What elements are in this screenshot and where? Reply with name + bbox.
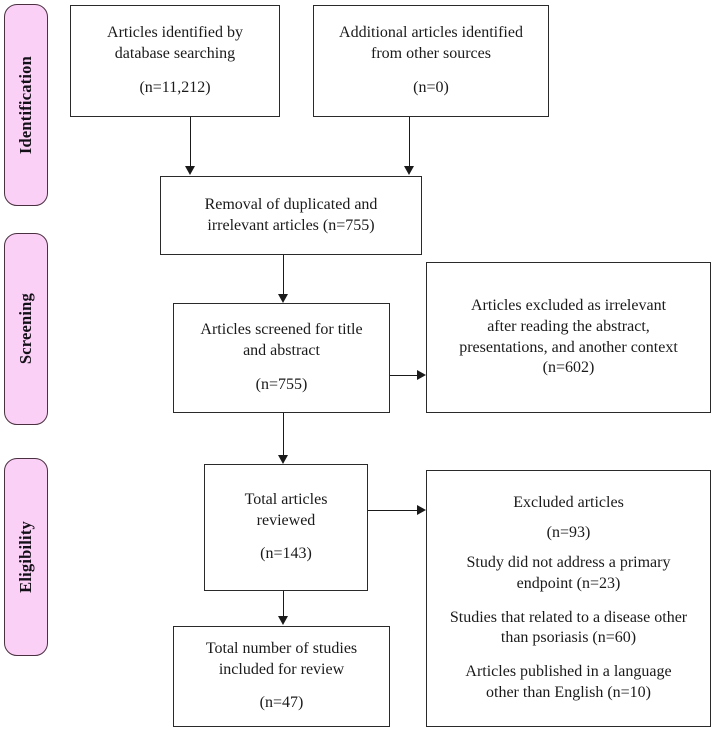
box-excluded-eligibility-reason2-line2: than psoriasis (n=60) bbox=[500, 629, 637, 647]
box-reviewed: Total articles reviewed (n=143) bbox=[204, 464, 368, 591]
box-excluded-screening-line3: presentations, and another context bbox=[459, 338, 678, 356]
box-reviewed-count: (n=143) bbox=[260, 545, 312, 563]
arrowhead-reviewed-to-included bbox=[278, 616, 288, 625]
box-excluded-eligibility-heading: Excluded articles bbox=[513, 494, 624, 512]
box-database-search: Articles identified by database searchin… bbox=[70, 5, 280, 117]
box-included-line1: Total number of studies bbox=[205, 639, 358, 657]
box-database-search-count: (n=11,212) bbox=[139, 78, 211, 96]
box-excluded-eligibility-reason2-line1: Studies that related to a disease other bbox=[449, 608, 688, 626]
box-reviewed-line1: Total articles bbox=[244, 490, 328, 508]
box-excluded-screening-line1: Articles excluded as irrelevant bbox=[470, 296, 667, 314]
box-excluded-screening: Articles excluded as irrelevant after re… bbox=[426, 262, 711, 413]
stage-identification-label: Identification bbox=[16, 55, 35, 155]
box-excluded-eligibility-reason3-line1: Articles published in a language bbox=[465, 663, 672, 681]
box-other-sources-line2: from other sources bbox=[371, 45, 491, 63]
box-excluded-screening-count: (n=602) bbox=[542, 359, 595, 377]
box-other-sources: Additional articles identified from othe… bbox=[313, 5, 549, 117]
box-excluded-eligibility-count: (n=93) bbox=[546, 524, 591, 542]
arrowhead-duplicates-to-screened bbox=[278, 294, 288, 303]
box-screened-line2: and abstract bbox=[243, 342, 320, 360]
box-duplicates-removed-line2: irrelevant articles (n=755) bbox=[207, 216, 375, 234]
box-included-line2: included for review bbox=[218, 660, 345, 678]
box-excluded-eligibility-reason1-line1: Study did not address a primary bbox=[466, 553, 671, 571]
box-other-sources-line1: Additional articles identified bbox=[339, 24, 523, 42]
connector-duplicates-to-screened bbox=[283, 255, 284, 297]
stage-identification: Identification bbox=[4, 4, 48, 206]
box-screened-count: (n=755) bbox=[255, 375, 308, 393]
stage-eligibility: Eligibility bbox=[4, 458, 48, 656]
box-included: Total number of studies included for rev… bbox=[173, 626, 390, 727]
box-database-search-line1: Articles identified by bbox=[107, 24, 243, 42]
box-screened: Articles screened for title and abstract… bbox=[173, 303, 390, 413]
connector-screened-to-excluded-screening bbox=[390, 375, 420, 376]
box-duplicates-removed: Removal of duplicated and irrelevant art… bbox=[160, 176, 422, 255]
box-excluded-screening-line2: after reading the abstract, bbox=[487, 317, 650, 335]
arrowhead-reviewed-to-excluded-eligibility bbox=[417, 505, 426, 515]
stage-screening: Screening bbox=[4, 233, 48, 425]
stage-eligibility-label: Eligibility bbox=[16, 521, 35, 593]
box-reviewed-line2: reviewed bbox=[256, 511, 316, 529]
box-duplicates-removed-line1: Removal of duplicated and bbox=[204, 195, 378, 213]
stage-screening-label: Screening bbox=[16, 293, 35, 365]
box-database-search-line2: database searching bbox=[114, 45, 236, 63]
arrowhead-other-sources-to-duplicates bbox=[404, 166, 414, 175]
box-other-sources-count: (n=0) bbox=[413, 78, 449, 96]
connector-reviewed-to-included bbox=[283, 591, 284, 619]
arrowhead-screened-to-excluded-screening bbox=[417, 370, 426, 380]
connector-database-search-to-duplicates bbox=[190, 117, 191, 169]
connector-other-sources-to-duplicates bbox=[409, 117, 410, 169]
box-excluded-eligibility-reason3-line2: other than English (n=10) bbox=[486, 683, 651, 701]
connector-screened-to-reviewed bbox=[283, 413, 284, 458]
connector-reviewed-to-excluded-eligibility bbox=[368, 510, 420, 511]
arrowhead-screened-to-reviewed bbox=[278, 455, 288, 464]
box-screened-line1: Articles screened for title bbox=[200, 321, 363, 339]
box-excluded-eligibility-reason1-line2: endpoint (n=23) bbox=[516, 574, 621, 592]
box-excluded-eligibility: Excluded articles (n=93) Study did not a… bbox=[426, 470, 711, 727]
box-included-count: (n=47) bbox=[259, 694, 304, 712]
arrowhead-database-search-to-duplicates bbox=[185, 166, 195, 175]
